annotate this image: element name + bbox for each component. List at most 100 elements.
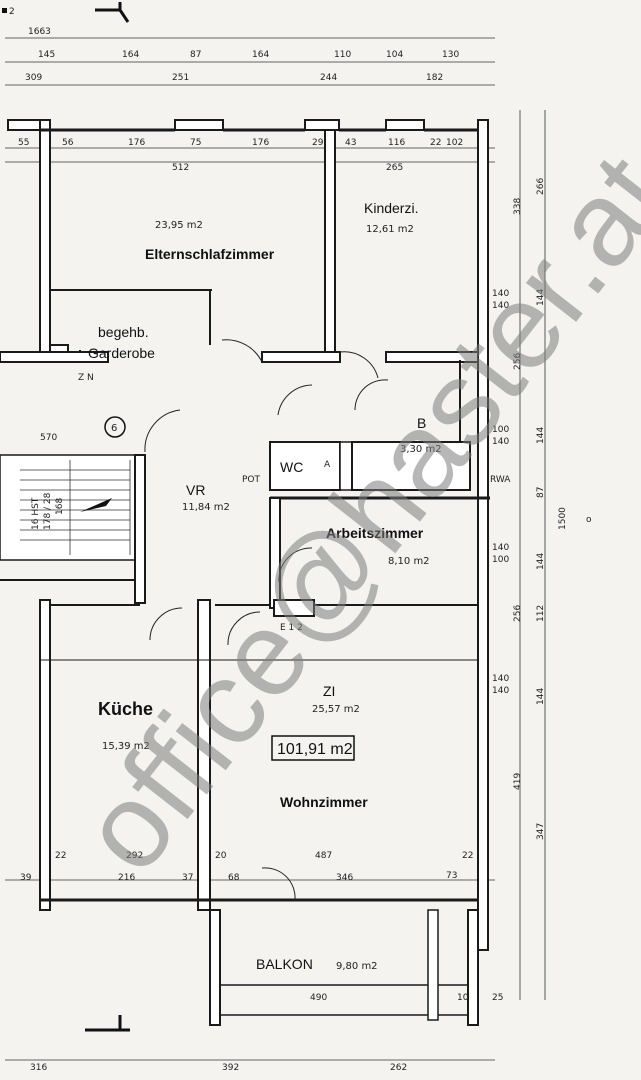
dim-right-18: 140 <box>492 686 509 696</box>
dim-bottom-10: 68 <box>228 873 240 883</box>
pot-label: POT <box>242 475 261 485</box>
kueche-label: Küche <box>98 699 153 719</box>
dim-top-b: 164 <box>122 50 139 60</box>
s570-label: 570 <box>40 433 57 443</box>
stair-dims: 178 / 28 <box>43 492 53 530</box>
vr-label: VR <box>186 482 205 498</box>
dim-bottom-5: 10 <box>457 993 469 1003</box>
dim-wall-c: 176 <box>128 138 145 148</box>
kinder-area: 12,61 m2 <box>366 224 414 235</box>
dim-top-k: 182 <box>426 73 443 83</box>
e12-label: E 1 2 <box>280 623 303 633</box>
dim-right-2: 266 <box>536 178 546 195</box>
dim-top-f: 104 <box>386 50 403 60</box>
dim-top-d: 164 <box>252 50 269 60</box>
north-mark <box>95 2 130 23</box>
dim-bottom-14: 292 <box>126 851 143 861</box>
zi-label: ZI <box>323 683 335 699</box>
wohn-label: Wohnzimmer <box>280 794 368 810</box>
dim-right-6: 256 <box>513 353 523 370</box>
stair-number-circle <box>104 416 126 438</box>
dim-wall-k: 512 <box>172 163 189 173</box>
dim-right-17: 140 <box>492 674 509 684</box>
dim-bottom-11: 346 <box>336 873 353 883</box>
dim-right-4: 140 <box>492 301 509 311</box>
dim-wall-i: 22 <box>430 138 441 148</box>
dim-bottom-4: 490 <box>310 993 327 1003</box>
dim-wall-a: 55 <box>18 138 29 148</box>
section-mark <box>85 1015 130 1032</box>
total-area: 101,91 m2 <box>277 741 353 758</box>
dim-bottom-13: 22 <box>55 851 66 861</box>
dim-wall-g: 43 <box>345 138 356 148</box>
dim-right-20: 419 <box>513 773 523 790</box>
dim-bottom-15: 20 <box>215 851 227 861</box>
dim-right-total: 1500 <box>558 507 568 530</box>
balkon-area: 9,80 m2 <box>336 961 378 972</box>
dim-bottom-17: 22 <box>462 851 473 861</box>
stair-arrow-icon <box>80 498 112 512</box>
dim-right-8: 140 <box>492 437 509 447</box>
dim-right-15: 112 <box>536 605 546 622</box>
dim-right-14: 144 <box>536 553 546 570</box>
dim-right-7: 100 <box>492 425 509 435</box>
dim-top-h: 309 <box>25 73 42 83</box>
dim-right-1: 338 <box>513 198 523 215</box>
dim-top-e: 110 <box>334 50 351 60</box>
dim-bottom-1: 316 <box>30 1063 47 1073</box>
dim-top-i: 251 <box>172 73 189 83</box>
wc-sub: A <box>324 460 331 470</box>
dim-right-marker: o <box>586 515 592 525</box>
zn-label: Z N <box>78 373 94 383</box>
zi-area: 25,57 m2 <box>312 704 360 715</box>
garderobe-label-2: Garderobe <box>88 345 155 361</box>
dim-total-top: 1663 <box>28 27 51 37</box>
eltern-area: 23,95 m2 <box>155 220 203 231</box>
dim-right-21: 347 <box>536 823 546 840</box>
dim-top-j: 244 <box>320 73 337 83</box>
dim-bottom-8: 216 <box>118 873 135 883</box>
dim-top-g: 130 <box>442 50 459 60</box>
dim-right-12: 140 <box>492 543 509 553</box>
dim-bottom-9: 37 <box>182 873 193 883</box>
dim-wall-j: 102 <box>446 138 463 148</box>
dim-wall-f: 29 <box>312 138 324 148</box>
dim-wall-l: 265 <box>386 163 403 173</box>
eltern-label: Elternschlafzimmer <box>145 246 275 262</box>
sheet-number: 2 <box>9 7 15 17</box>
dim-bottom-16: 487 <box>315 851 332 861</box>
dim-bottom-3: 262 <box>390 1063 407 1073</box>
dim-right-16: 256 <box>513 605 523 622</box>
stair-label: 16 HST <box>31 497 41 530</box>
garderobe-label-1: begehb. <box>98 324 149 340</box>
sheet-square <box>2 8 7 13</box>
total-area-box <box>271 735 355 761</box>
dim-bottom-2: 392 <box>222 1063 239 1073</box>
door-swings <box>144 339 389 901</box>
dim-right-9: 144 <box>536 427 546 444</box>
dim-wall-h: 116 <box>388 138 405 148</box>
stair-number: 6 <box>111 423 117 434</box>
arbeit-area: 8,10 m2 <box>388 556 430 567</box>
bad-label: B <box>417 415 426 431</box>
walls <box>0 119 490 1026</box>
dim-wall-b: 56 <box>62 138 74 148</box>
dimension-lines <box>5 37 546 1061</box>
stair-steps <box>20 460 131 555</box>
stair-width: 168 <box>55 498 65 515</box>
dim-wall-d: 75 <box>190 138 201 148</box>
dim-right-10: 87 <box>536 487 546 498</box>
vr-area: 11,84 m2 <box>182 502 230 513</box>
dim-bottom-12: 73 <box>446 871 457 881</box>
kinder-label: Kinderzi. <box>364 200 418 216</box>
dim-top-c: 87 <box>190 50 201 60</box>
kueche-area: 15,39 m2 <box>102 741 150 752</box>
arbeit-label: Arbeitszimmer <box>326 525 424 541</box>
balkon-label: BALKON <box>256 956 313 972</box>
dim-bottom-6: 25 <box>492 993 503 1003</box>
dim-right-5: 144 <box>536 289 546 306</box>
dim-bottom-7: 39 <box>20 873 32 883</box>
dim-right-19: 144 <box>536 688 546 705</box>
dim-wall-e: 176 <box>252 138 269 148</box>
